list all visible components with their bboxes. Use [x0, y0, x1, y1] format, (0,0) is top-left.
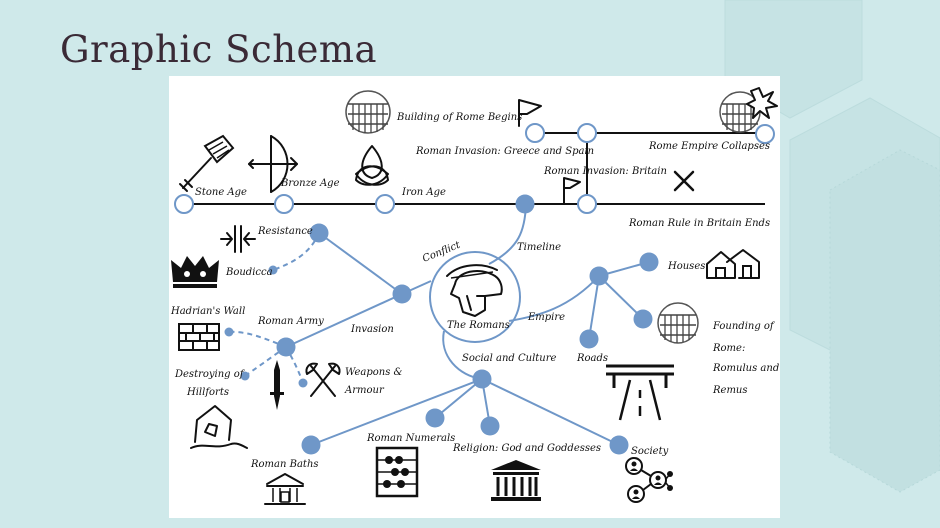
colosseum-icon: [345, 90, 391, 134]
timeline-node[interactable]: [274, 194, 294, 214]
weapons-node[interactable]: [298, 378, 308, 388]
schema-diagram: Building of Rome Begins Roman Invasion: …: [170, 87, 779, 505]
timeline-node[interactable]: [375, 194, 395, 214]
label-houses: Houses: [667, 261, 705, 272]
triquetra-icon: [355, 145, 389, 186]
hammer-icon: [179, 134, 235, 192]
houses-icon: [706, 249, 760, 279]
label-social-culture: Social and Culture: [462, 353, 557, 364]
helmet-icon: [446, 264, 503, 317]
flag-icon: [563, 177, 581, 205]
hillfort-icon: [190, 405, 248, 449]
resistance-arrows-icon: [220, 225, 256, 253]
empire-node[interactable]: [589, 266, 609, 286]
society-node[interactable]: [609, 435, 629, 455]
houses-node[interactable]: [639, 252, 659, 272]
religion-node[interactable]: [480, 416, 500, 436]
founding-node[interactable]: [633, 309, 653, 329]
label-roman-army: Roman Army: [257, 316, 324, 327]
crossed-axes-icon: [305, 362, 341, 397]
label-weapons-line2: Armour: [344, 385, 385, 396]
label-weapons-line1: Weapons &: [345, 367, 403, 378]
label-rule-ends: Roman Rule in Britain Ends: [628, 218, 770, 229]
label-bronze-age: Bronze Age: [280, 178, 340, 189]
numerals-node[interactable]: [425, 408, 445, 428]
brick-wall-icon: [178, 323, 220, 351]
hillforts-node[interactable]: [240, 371, 250, 381]
label-empire: Empire: [527, 312, 565, 323]
baths-node[interactable]: [301, 435, 321, 455]
invasion-node[interactable]: [392, 284, 412, 304]
label-invasion-greece-spain: Roman Invasion: Greece and Spain: [415, 146, 594, 157]
mind-map-nodes: [224, 194, 659, 455]
label-invasion: Invasion: [350, 324, 394, 335]
roads-node[interactable]: [579, 329, 599, 349]
label-stone-age: Stone Age: [195, 187, 247, 198]
label-founding-line3: Romulus and: [712, 363, 779, 374]
temple-icon: [264, 473, 306, 505]
schema-panel: Building of Rome Begins Roman Invasion: …: [169, 76, 780, 518]
explosion-icon: [746, 87, 778, 119]
timeline-node[interactable]: [577, 194, 597, 214]
label-founding-line2: Rome:: [712, 343, 745, 354]
label-boudicca: Boudicca: [225, 267, 273, 278]
resistance-node[interactable]: [309, 223, 329, 243]
crown-icon: [171, 256, 219, 288]
social-culture-node[interactable]: [472, 369, 492, 389]
slide-title: Graphic Schema: [60, 28, 378, 71]
abacus-icon: [375, 446, 419, 498]
temple-icon: [491, 460, 541, 501]
timeline-nodes: [174, 123, 775, 214]
label-timeline: Timeline: [517, 242, 561, 253]
label-founding-line4: Remus: [712, 385, 748, 396]
timeline-node[interactable]: [174, 194, 194, 214]
label-resistance: Resistance: [257, 226, 313, 237]
label-iron-age: Iron Age: [401, 187, 446, 198]
timeline-node[interactable]: [525, 123, 545, 143]
network-icon: [625, 457, 673, 503]
timeline-node[interactable]: [755, 124, 775, 144]
label-conflict: Conflict: [421, 239, 463, 264]
label-center: The Romans: [447, 320, 510, 331]
label-destroying-line1: Destroying of: [174, 369, 246, 380]
label-empire-collapses: Rome Empire Collapses: [648, 141, 770, 152]
road-icon: [606, 364, 674, 421]
label-roman-numerals: Roman Numerals: [366, 433, 455, 444]
label-founding-line1: Founding of: [712, 321, 776, 332]
label-building-of-rome: Building of Rome Begins: [396, 112, 522, 123]
label-destroying-line2: Hillforts: [186, 387, 229, 398]
timeline-branch-node[interactable]: [515, 194, 535, 214]
colosseum-icon: [657, 302, 699, 344]
flag-icon: [518, 99, 542, 127]
label-society: Society: [631, 446, 669, 457]
bow-arrow-icon: [248, 135, 298, 193]
label-religion: Religion: God and Goddesses: [452, 443, 601, 454]
cross-icon: [673, 170, 695, 192]
hadrians-wall-node[interactable]: [224, 327, 234, 337]
label-roman-baths: Roman Baths: [250, 459, 319, 470]
sword-icon: [270, 360, 284, 410]
label-hadrians-wall: Hadrian's Wall: [170, 306, 245, 317]
roman-army-node[interactable]: [276, 337, 296, 357]
timeline-node[interactable]: [577, 123, 597, 143]
label-invasion-britain: Roman Invasion: Britain: [543, 166, 667, 177]
label-roads: Roads: [576, 353, 608, 364]
boudicca-node[interactable]: [268, 265, 278, 275]
